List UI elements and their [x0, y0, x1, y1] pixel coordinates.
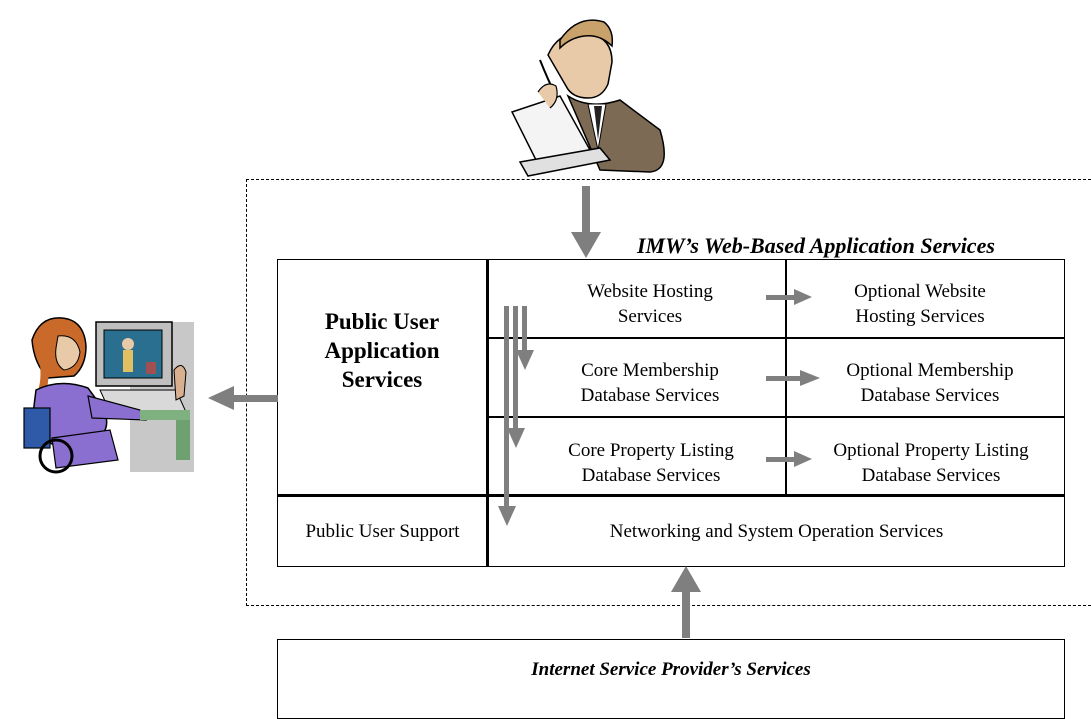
grid-row-line-2 — [486, 416, 1065, 418]
container-title: IMW’s Web-Based Application Services — [637, 233, 995, 258]
public-user-title-line-3: Services — [341, 366, 423, 392]
businessman-laptop-icon — [510, 19, 665, 177]
website-hosting-line-2: Services — [617, 306, 683, 327]
core-property-line-1: Core Property Listing — [568, 440, 734, 461]
core-membership-line-2: Database Services — [580, 385, 720, 406]
arrow-left-icon — [208, 386, 278, 410]
grid-divider-left — [486, 259, 489, 567]
optional-property-line-2: Database Services — [861, 465, 1001, 486]
services-grid — [277, 259, 1065, 567]
optional-membership-line-1: Optional Membership — [846, 360, 1014, 381]
core-membership-line-1: Core Membership — [581, 360, 719, 381]
wheelchair-user-computer-icon — [23, 317, 194, 474]
arrow-right-icon-row-1 — [766, 289, 812, 305]
public-user-title-line-1: Public User — [324, 308, 440, 334]
arrow-up-icon — [671, 566, 701, 638]
optional-property-listing-database-services: Optional Property Listing Database Servi… — [798, 437, 1064, 489]
isp-services-label: Internet Service Provider’s Services — [531, 658, 811, 680]
arrow-down-icon-column — [498, 306, 534, 526]
grid-row-line-1 — [486, 337, 1065, 339]
website-hosting-services: Website Hosting Services — [560, 278, 740, 330]
networking-system-operation-services: Networking and System Operation Services — [609, 520, 944, 542]
public-user-title-line-2: Application — [324, 337, 440, 363]
arrow-right-icon-row-2 — [766, 370, 820, 386]
optional-website-hosting-services: Optional Website Hosting Services — [800, 278, 1040, 330]
core-property-line-2: Database Services — [581, 465, 721, 486]
website-hosting-line-1: Website Hosting — [587, 281, 713, 302]
imw-services-boundary — [246, 179, 1091, 606]
optional-website-line-1: Optional Website — [854, 281, 986, 302]
core-membership-database-services: Core Membership Database Services — [550, 357, 750, 409]
optional-property-line-1: Optional Property Listing — [833, 440, 1029, 461]
grid-row-line-3 — [277, 494, 1065, 497]
optional-membership-database-services: Optional Membership Database Services — [800, 357, 1060, 409]
optional-membership-line-2: Database Services — [860, 385, 1000, 406]
optional-website-line-2: Hosting Services — [855, 306, 985, 327]
core-property-listing-database-services: Core Property Listing Database Services — [540, 437, 762, 489]
public-user-support: Public User Support — [305, 520, 460, 542]
arrow-right-icon-row-3 — [766, 451, 812, 467]
arrow-down-icon — [571, 186, 601, 258]
public-user-application-services: Public User Application Services — [279, 300, 485, 400]
diagram-graphics — [23, 19, 820, 638]
